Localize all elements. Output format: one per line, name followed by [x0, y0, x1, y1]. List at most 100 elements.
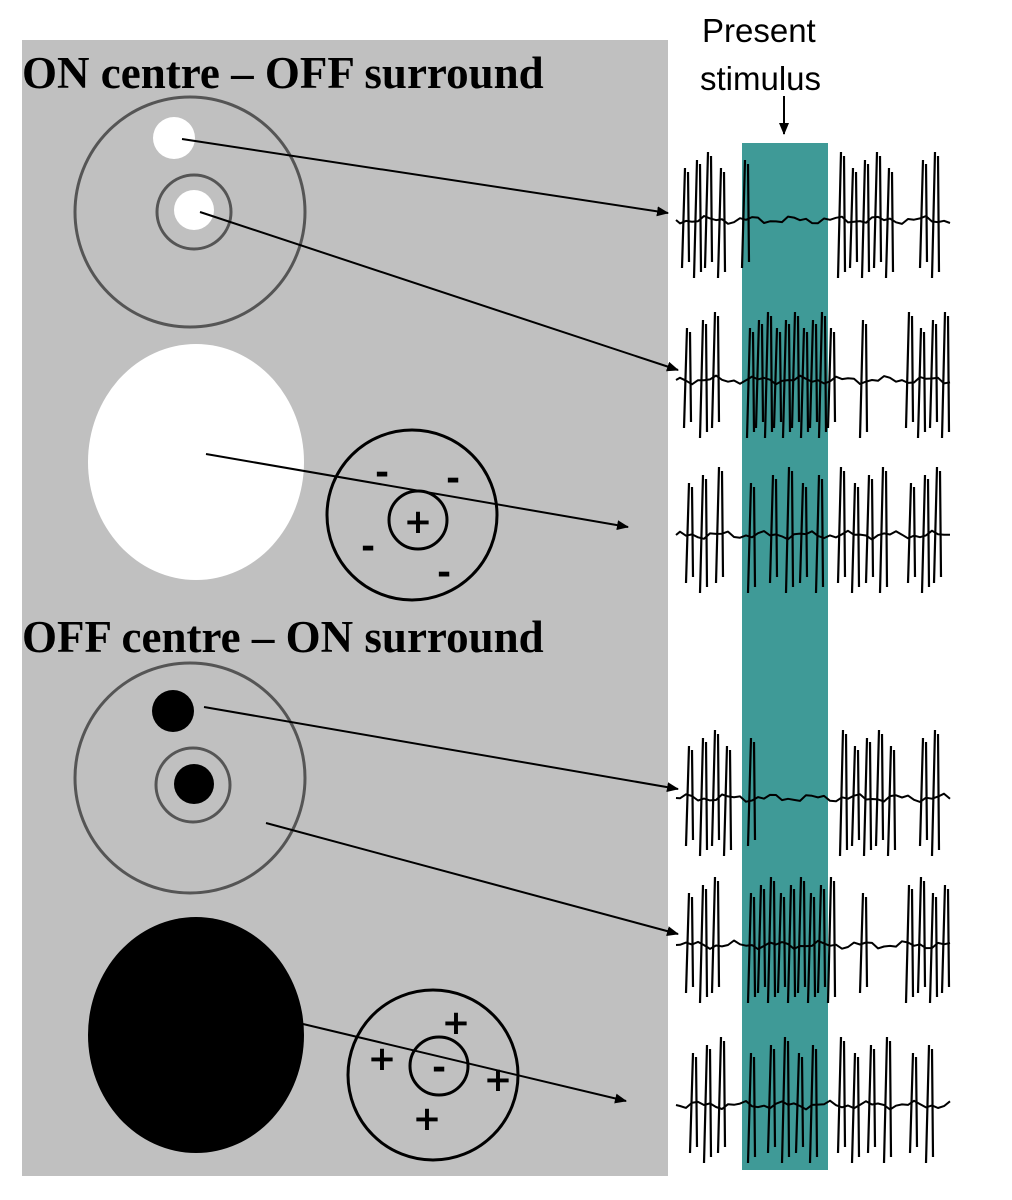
on-centre-schematic: + - - - - — [325, 428, 499, 602]
action-potential-spike — [698, 884, 709, 1004]
action-potential-spike — [904, 311, 915, 429]
action-potential-spike — [932, 466, 943, 584]
minus-sign: - — [375, 453, 389, 493]
action-potential-spike — [906, 482, 917, 584]
action-potential-spike — [716, 167, 727, 279]
action-potential-spike — [794, 1052, 805, 1154]
arrow-full-light — [205, 453, 629, 531]
action-potential-spike — [702, 1044, 713, 1164]
action-potential-spike — [850, 482, 861, 594]
action-potential-spike — [866, 1044, 877, 1154]
on-centre-heading: ON centre – OFF surround — [22, 48, 544, 98]
action-potential-spike — [817, 311, 828, 439]
action-potential-spike — [746, 482, 757, 594]
full-field-light-spot — [88, 344, 304, 580]
light-spot-surround — [153, 117, 195, 159]
action-potential-spike — [722, 745, 733, 857]
action-potential-spike — [864, 474, 875, 584]
action-potential-spike — [786, 884, 797, 1004]
action-potential-spike — [920, 474, 931, 594]
action-potential-spike — [928, 892, 939, 1004]
action-potential-spike — [784, 466, 795, 594]
action-potential-spike — [886, 745, 897, 857]
full-field-dark-spot — [88, 917, 304, 1153]
action-potential-spike — [745, 327, 756, 439]
action-potential-spike — [796, 876, 807, 994]
action-potential-spike — [780, 1036, 791, 1164]
action-potential-spike — [816, 884, 827, 994]
on-centre-receptive-field — [73, 95, 307, 329]
action-potential-spike — [698, 737, 709, 857]
action-potential-spike — [781, 319, 792, 439]
action-potential-spike — [850, 1052, 861, 1164]
action-potential-spike — [740, 159, 751, 269]
minus-sign: - — [437, 553, 451, 593]
action-potential-spike — [710, 876, 721, 994]
action-potential-spike — [826, 327, 837, 429]
action-potential-spike — [808, 319, 819, 429]
stimulus-label-line2: stimulus — [700, 60, 821, 97]
action-potential-spike — [916, 327, 927, 439]
action-potential-spike — [918, 159, 929, 269]
action-potential-spike — [746, 737, 757, 847]
action-potential-spike — [918, 737, 929, 847]
action-potential-spike — [858, 319, 869, 439]
action-potential-spike — [882, 1036, 893, 1164]
action-potential-spike — [930, 729, 941, 857]
action-potential-spike — [680, 167, 691, 269]
action-potential-spike — [874, 729, 885, 847]
action-potential-spike — [684, 892, 695, 994]
action-potential-spike — [754, 319, 765, 429]
minus-sign: - — [361, 527, 375, 567]
plus-sign: + — [484, 1060, 513, 1100]
action-potential-spike — [766, 1044, 777, 1154]
action-potential-spike — [698, 319, 709, 439]
action-potential-spike — [776, 892, 787, 994]
action-potential-spike — [836, 466, 847, 584]
action-potential-spike — [908, 1052, 919, 1154]
off-centre-receptive-field — [73, 661, 307, 895]
action-potential-spike — [746, 892, 757, 1004]
action-potential-spike — [940, 311, 951, 439]
action-potential-spike — [838, 729, 849, 857]
action-potential-spike — [860, 159, 871, 279]
action-potential-spike — [692, 159, 703, 279]
action-potential-spike — [806, 892, 817, 1004]
arrow-centre-light — [199, 211, 679, 372]
action-potential-spike — [710, 729, 721, 847]
action-potential-spike — [684, 745, 695, 847]
action-potential-spike — [703, 151, 714, 269]
recording-baseline — [675, 529, 951, 541]
arrow-surround-dark — [203, 706, 679, 793]
plus-sign: + — [442, 1003, 471, 1043]
arrow-surround-light — [181, 138, 669, 217]
action-potential-spike — [772, 327, 783, 429]
action-potential-spike — [814, 474, 825, 594]
action-potential-spike — [698, 474, 709, 594]
stimulus-label-line1: Present — [702, 12, 816, 49]
recording-baseline — [675, 939, 951, 951]
minus-sign: - — [432, 1048, 446, 1088]
action-potential-spike — [836, 151, 847, 279]
action-potential-spike — [710, 311, 721, 429]
action-potential-spike — [930, 151, 941, 279]
action-potential-spike — [928, 319, 939, 429]
action-potential-spike — [763, 311, 774, 439]
action-potential-spike — [798, 482, 809, 584]
action-potential-spike — [850, 745, 861, 847]
arrow-centre-dark — [265, 822, 679, 936]
action-potential-spike — [924, 1044, 935, 1164]
action-potential-spike — [858, 892, 869, 994]
action-potential-spike — [940, 884, 951, 994]
plus-sign: + — [404, 502, 433, 542]
dark-spot-centre — [174, 764, 214, 804]
action-potential-spike — [756, 884, 767, 994]
action-potential-spike — [684, 482, 695, 584]
action-potential-spike — [799, 327, 810, 439]
light-spot-centre — [174, 190, 214, 230]
minus-sign: - — [446, 459, 460, 499]
action-potential-spike — [862, 737, 873, 857]
action-potential-spike — [836, 1036, 847, 1154]
action-potential-spike — [746, 1052, 757, 1164]
